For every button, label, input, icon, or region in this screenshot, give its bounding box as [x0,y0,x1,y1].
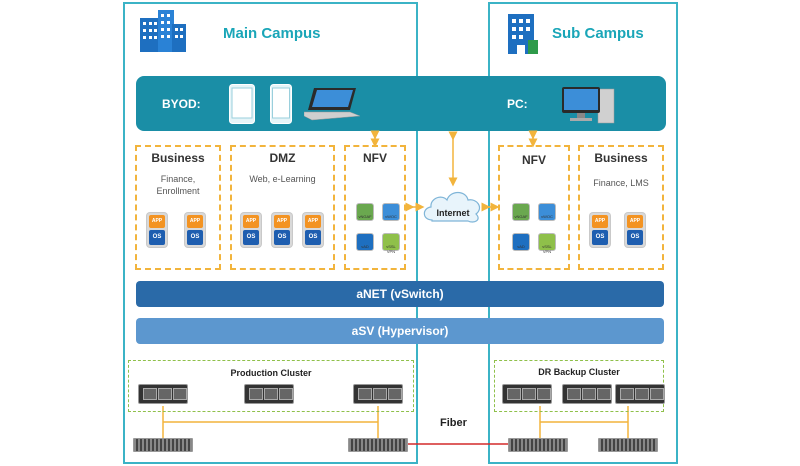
vm-os-label: OS [243,230,259,245]
vm-icon: APP OS [303,213,323,247]
vngaf-icon: vNGAF [356,203,374,221]
vad-icon: vAD [356,233,374,251]
dmz-title: DMZ [269,151,296,165]
business-subtitle-line2: Enrollment [156,186,200,196]
nfv-title-main: NFV [363,151,387,165]
vngaf-icon: vNGAF [512,203,530,221]
production-cluster-box [128,360,414,412]
desktop-pc-icon [562,87,615,124]
vwoc-icon: vWOC [538,203,556,221]
vm-os-label: OS [149,230,165,245]
vm-icon: APP OS [241,213,261,247]
asv-band [136,318,664,344]
vm-icon: APP OS [272,213,292,247]
internet-cloud-icon [423,191,480,223]
business-box [135,145,221,270]
network-switch-icon [508,438,568,452]
dmz-subtitle: Web, e-Learning [249,174,316,184]
vad-icon: vAD [512,233,530,251]
vm-icon: APP OS [590,213,610,247]
vm-os-label: OS [274,230,290,245]
tablet-icon [229,84,255,124]
vm-icon: APP OS [147,213,167,247]
vm-app-label: APP [187,215,203,228]
server-icon [502,384,552,404]
internet-label: Internet [436,208,470,218]
laptop-icon [304,88,360,121]
nfv-title-sub: NFV [522,153,546,167]
vm-icon: APP OS [625,213,645,247]
sub-business-box [578,145,664,270]
vm-app-label: APP [149,215,165,228]
vm-icon: APP OS [185,213,205,247]
vm-app-label: APP [243,215,259,228]
server-icon [562,384,612,404]
anet-band [136,281,664,307]
building-icon [140,10,186,52]
building-icon [508,14,538,54]
vm-os-label: OS [305,230,321,245]
sub-business-title: Business [594,151,648,165]
fiber-label: Fiber [440,417,467,429]
vm-app-label: APP [592,215,608,228]
dmz-box [230,145,335,270]
vm-app-label: APP [627,215,643,228]
production-cluster-label: Production Cluster [230,368,312,378]
sub-campus-title: Sub Campus [552,25,644,42]
anet-label: aNET (vSwitch) [356,287,444,301]
network-switch-icon [598,438,658,452]
vssl-vpn-icon: vSSL VPN [538,233,556,254]
vm-app-label: APP [274,215,290,228]
vm-os-label: OS [627,230,643,245]
server-icon [138,384,188,404]
vm-os-label: OS [592,230,608,245]
server-icon [244,384,294,404]
byod-label: BYOD: [162,97,201,111]
business-subtitle-line1: Finance, [160,174,196,184]
vm-os-label: OS [187,230,203,245]
phone-icon [270,84,292,124]
dr-cluster-label: DR Backup Cluster [538,367,620,377]
server-icon [615,384,665,404]
sub-business-subtitle: Finance, LMS [593,178,649,188]
pc-label: PC: [507,97,528,111]
business-subtitle: Finance, Enrollment [135,173,221,197]
asv-label: aSV (Hypervisor) [351,324,449,338]
network-switch-icon [348,438,408,452]
main-campus-title: Main Campus [223,25,321,42]
network-switch-icon [133,438,193,452]
server-icon [353,384,403,404]
vwoc-icon: vWOC [382,203,400,221]
vm-app-label: APP [305,215,321,228]
vssl-vpn-icon: vSSL VPN [382,233,400,254]
business-title: Business [151,151,205,165]
